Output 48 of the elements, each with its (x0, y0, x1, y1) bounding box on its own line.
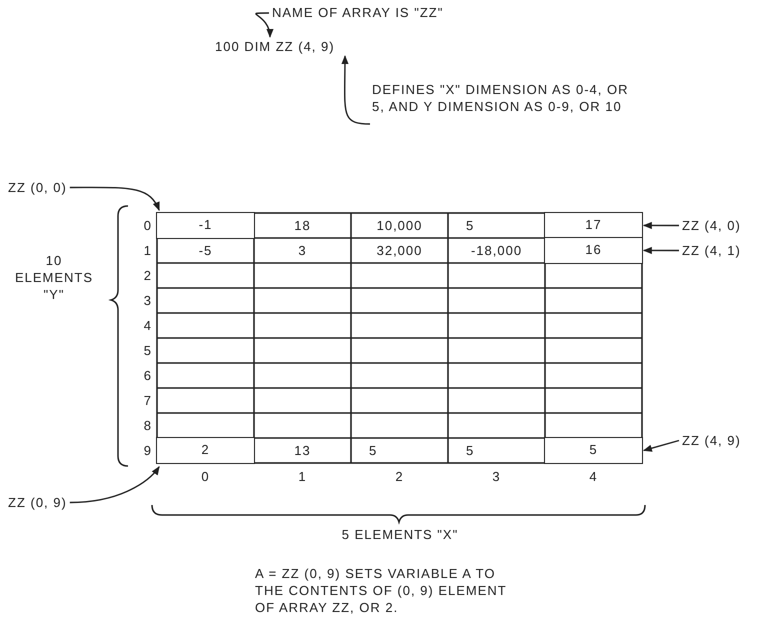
code-line: 100 DIM ZZ (4, 9) (215, 38, 335, 55)
array-cell: 5 (544, 437, 643, 464)
dimension-label: 5 ELEMENTS "X" (340, 526, 460, 543)
leader-line (642, 246, 679, 254)
note-text: A = ZZ (0, 9) SETS VARIABLE A TO THE CONTENTS OF (0, 9) ELEMENT OF ARRAY ZZ, OR 2. (255, 565, 508, 616)
dimension-label: 10 ELEMENTS "Y" (14, 252, 94, 303)
callout-text: DEFINES "X" DIMENSION AS 0-4, OR 5, AND Y DIMENSION AS 0-9, OR 10 (372, 81, 640, 115)
element-label: ZZ (4, 9) (682, 432, 741, 449)
row-index: 0 (144, 217, 152, 234)
leader-line (70, 186, 160, 211)
leader-line (642, 440, 680, 452)
column-index: 4 (589, 468, 598, 485)
array-cell: 16 (544, 237, 643, 264)
leader-line (341, 55, 370, 125)
array-value: 10,000 (376, 217, 424, 234)
array-value: -5 (198, 242, 214, 259)
array-value: 13 (293, 442, 312, 459)
array-cell: 17 (544, 212, 643, 239)
column-index: 0 (201, 468, 210, 485)
leader-line (255, 12, 273, 38)
array-value: -18,000 (470, 242, 524, 259)
element-label: ZZ (0, 0) (8, 179, 67, 196)
row-index: 2 (144, 267, 152, 284)
array-value: 18 (293, 217, 312, 234)
row-index: 3 (144, 292, 152, 309)
element-label: ZZ (0, 9) (8, 494, 67, 511)
element-label: ZZ (4, 1) (682, 242, 741, 259)
row-index: 5 (144, 342, 152, 359)
leader-line (70, 466, 160, 504)
row-index: 1 (144, 242, 152, 259)
array-value: 3 (297, 242, 308, 259)
column-index: 2 (395, 468, 404, 485)
array-value: 5 (466, 217, 474, 234)
array-cell: 2 (156, 437, 255, 464)
array-cell: -1 (156, 212, 255, 239)
row-index: 8 (144, 417, 152, 434)
element-label: ZZ (4, 0) (682, 217, 741, 234)
array-value: 5 (466, 442, 474, 459)
row-index: 6 (144, 367, 152, 384)
row-index: 7 (144, 392, 152, 409)
column-index: 1 (298, 468, 307, 485)
array-value: 32,000 (376, 242, 424, 259)
array-value: 5 (369, 442, 378, 459)
leader-line (642, 222, 679, 230)
callout-text: NAME OF ARRAY IS "ZZ" (272, 4, 444, 21)
column-index: 3 (492, 468, 501, 485)
row-index: 4 (144, 317, 152, 334)
row-index: 9 (144, 442, 152, 459)
